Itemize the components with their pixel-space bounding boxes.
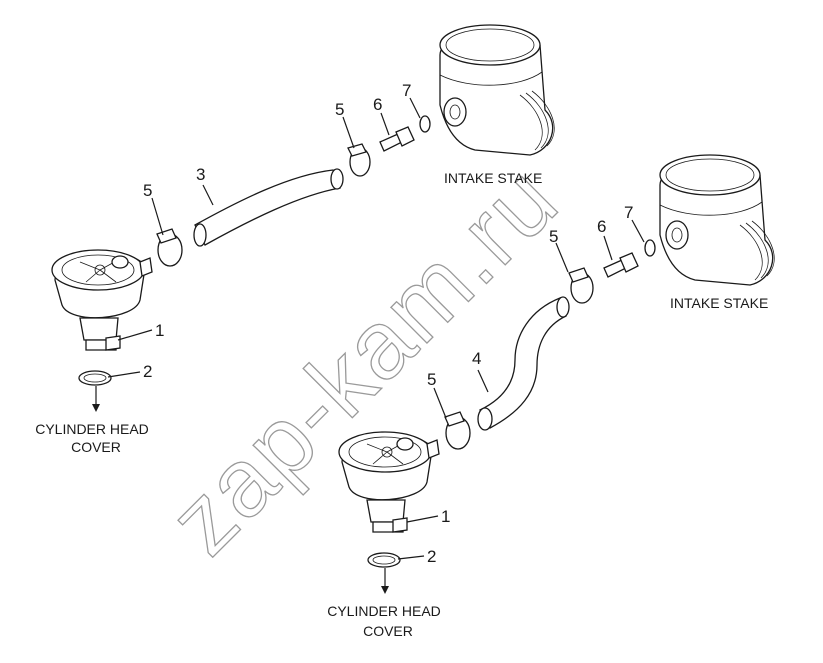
breather-top <box>51 249 153 351</box>
cylinder-head-label-bottom-2: COVER <box>363 623 413 639</box>
callout-2-top: 2 <box>143 362 152 381</box>
breather-bottom <box>338 431 440 533</box>
clamp-5-top-b <box>156 228 183 267</box>
callout-3: 3 <box>196 165 205 184</box>
callout-1-bottom: 1 <box>441 507 450 526</box>
assembly-bottom: 1 2 4 5 5 6 7 INTAKE STAKE CYLINDER HEAD… <box>327 154 775 639</box>
fitting-6-top <box>379 126 415 152</box>
o-ring-7-bottom <box>644 239 656 257</box>
watermark: zap-kam.ru <box>149 146 578 575</box>
hose-4 <box>479 297 567 429</box>
clamp-5-bottom-b <box>444 411 471 450</box>
callout-7-top: 7 <box>402 81 411 100</box>
callout-6-bottom: 6 <box>597 217 606 236</box>
o-ring-2-top <box>78 370 112 386</box>
intake-stake-label-top: INTAKE STAKE <box>444 170 542 186</box>
o-ring-2-bottom <box>367 552 401 568</box>
cylinder-head-label-bottom-1: CYLINDER HEAD <box>327 603 441 619</box>
intake-stake-label-bottom: INTAKE STAKE <box>670 295 768 311</box>
cylinder-head-label-top-1: CYLINDER HEAD <box>35 421 149 437</box>
clamp-5-bottom-a <box>568 267 594 304</box>
callout-5-bottom-a: 5 <box>549 227 558 246</box>
hose-3 <box>194 169 341 246</box>
callout-2-bottom: 2 <box>427 547 436 566</box>
callout-7-bottom: 7 <box>624 203 633 222</box>
cylinder-head-label-top-2: COVER <box>71 439 121 455</box>
callout-5-bottom-b: 5 <box>427 370 436 389</box>
callout-5-top-a: 5 <box>335 100 344 119</box>
callout-4: 4 <box>472 349 481 368</box>
o-ring-7-top <box>419 115 431 133</box>
callout-5-top-b: 5 <box>143 181 152 200</box>
clamp-5-top-a <box>347 143 371 177</box>
callout-6-top: 6 <box>373 95 382 114</box>
assembly-top: 1 2 3 5 5 6 7 INTAKE STAKE CYLINDER HEAD… <box>35 24 555 455</box>
callout-1-top: 1 <box>155 321 164 340</box>
intake-stake-top <box>439 24 555 156</box>
fitting-6-bottom <box>603 252 639 278</box>
intake-stake-bottom <box>659 154 775 286</box>
